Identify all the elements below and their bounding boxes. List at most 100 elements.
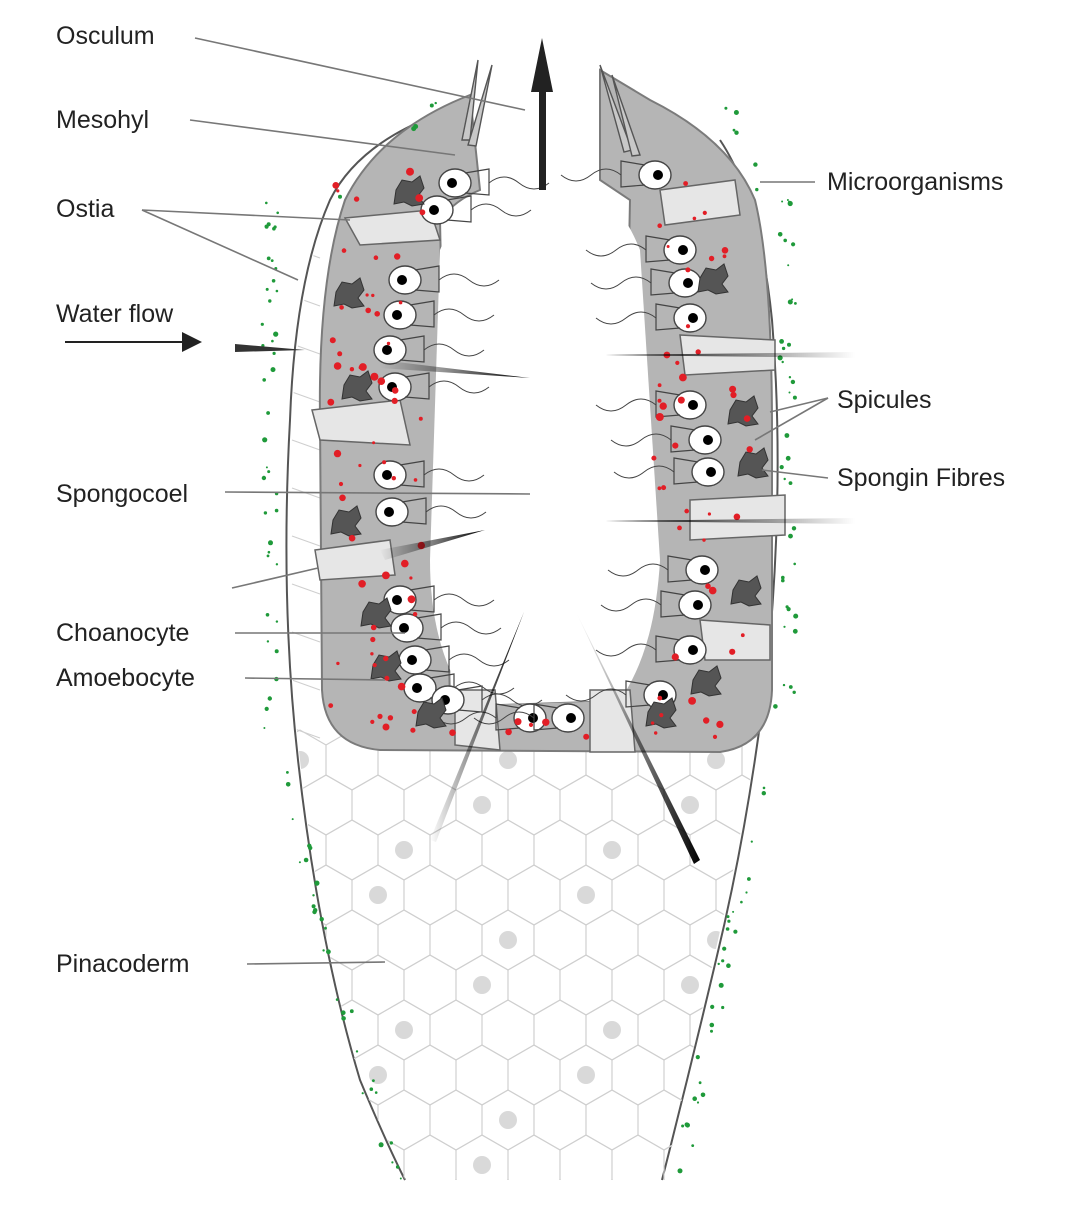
osculum-arrow bbox=[531, 38, 553, 190]
amoebocyte-cell bbox=[690, 665, 722, 697]
mesohyl-particle bbox=[382, 460, 387, 465]
pinacocyte-cell-edge bbox=[291, 295, 321, 307]
microorganism bbox=[378, 1142, 384, 1148]
microorganism bbox=[747, 877, 751, 881]
mesohyl-particle bbox=[410, 727, 416, 733]
pinacocyte-cell bbox=[715, 1134, 769, 1180]
choanocyte-collar bbox=[655, 390, 681, 418]
choanocyte bbox=[390, 613, 502, 643]
choanocyte-flagellum bbox=[585, 243, 647, 257]
pinacocyte-nucleus bbox=[291, 931, 309, 949]
choanocyte bbox=[600, 590, 712, 620]
microorganism bbox=[268, 540, 273, 546]
choanocyte-flagellum bbox=[595, 398, 657, 412]
mesohyl-particle bbox=[659, 402, 667, 410]
microorganism bbox=[695, 1055, 700, 1060]
pinacocyte-cell bbox=[741, 909, 778, 971]
mesohyl-particle bbox=[370, 624, 377, 631]
flow-spike bbox=[235, 344, 305, 352]
mesohyl-particle bbox=[654, 731, 658, 735]
pinacocyte-cell bbox=[507, 1044, 561, 1106]
label-pinacoderm: Pinacoderm bbox=[56, 950, 189, 978]
microorganism bbox=[791, 526, 797, 531]
pinacocyte-cell bbox=[429, 909, 483, 971]
mesohyl-particle bbox=[341, 248, 347, 253]
pinacocyte-cell bbox=[288, 1179, 327, 1180]
arrow-shaft bbox=[539, 85, 546, 190]
microorganism bbox=[266, 256, 271, 261]
choanocyte-collar bbox=[409, 585, 435, 613]
pinacocyte-cell bbox=[611, 774, 665, 836]
pinacocyte-cell bbox=[741, 819, 778, 881]
pinacocyte-cell bbox=[715, 1044, 769, 1106]
pinacocyte-nucleus bbox=[369, 886, 387, 904]
label-mesohyl: Mesohyl bbox=[56, 106, 149, 134]
choanocyte-nucleus bbox=[407, 655, 417, 665]
pinacocyte-nucleus bbox=[707, 1111, 725, 1129]
microorganism bbox=[793, 613, 799, 619]
choanocyte-flagellum bbox=[590, 276, 652, 290]
leader-osculum bbox=[194, 37, 526, 111]
microorganism bbox=[311, 904, 316, 909]
microorganism bbox=[411, 126, 417, 132]
leader-spongin bbox=[761, 469, 829, 479]
flow-spike bbox=[430, 612, 524, 842]
mesohyl-particle bbox=[329, 337, 336, 344]
mesohyl-particle bbox=[358, 463, 362, 468]
mesohyl-particle bbox=[722, 254, 727, 259]
pinacocyte-cell bbox=[429, 1089, 483, 1151]
pinacocyte-nucleus bbox=[785, 1066, 803, 1084]
microorganism bbox=[270, 259, 274, 262]
pinacocyte-cell-edge bbox=[291, 535, 321, 547]
choanocyte-flagellum bbox=[607, 563, 669, 577]
flow-spike bbox=[576, 612, 700, 864]
microorganism bbox=[685, 1122, 690, 1128]
pinacocyte-nucleus bbox=[369, 1066, 387, 1084]
choanocyte bbox=[375, 497, 487, 527]
pinacocyte-cell bbox=[715, 774, 769, 836]
microorganism bbox=[773, 704, 778, 709]
choanocyte-nucleus bbox=[392, 595, 402, 605]
pinacocyte-cell bbox=[351, 1134, 405, 1180]
mesohyl-particle bbox=[338, 481, 344, 487]
choanocyte-flagellum bbox=[423, 343, 485, 357]
microorganism bbox=[788, 533, 793, 539]
choanocyte-collar bbox=[655, 635, 681, 663]
microorganism bbox=[700, 1092, 706, 1098]
microorganism bbox=[726, 915, 730, 919]
pinacocyte-cell bbox=[455, 864, 509, 926]
amoebocyte-cell bbox=[341, 370, 373, 402]
microorganism bbox=[787, 200, 793, 207]
mesohyl-particle bbox=[677, 396, 685, 404]
mesohyl-particle bbox=[708, 586, 717, 595]
pinacocyte-cell bbox=[767, 864, 778, 926]
pinacocyte-cell bbox=[533, 819, 587, 881]
mesohyl-particle bbox=[387, 715, 394, 721]
microorganism bbox=[338, 194, 342, 199]
pinacocyte-cell bbox=[741, 1179, 778, 1180]
microorganism bbox=[762, 786, 766, 790]
choanocyte bbox=[613, 457, 725, 487]
microorganism bbox=[761, 791, 766, 796]
choanocyte-nucleus bbox=[392, 310, 402, 320]
mesohyl-particle bbox=[419, 209, 426, 216]
microorganism bbox=[341, 1010, 346, 1015]
label-choanocyte: Choanocyte bbox=[56, 619, 189, 647]
pinacocyte-cell bbox=[741, 999, 778, 1061]
flow-spike bbox=[380, 360, 530, 378]
mesohyl-particle bbox=[336, 189, 340, 193]
mesohyl-particle bbox=[407, 595, 416, 604]
choanocyte bbox=[383, 300, 495, 330]
microorganism bbox=[781, 200, 784, 203]
pinacocyte-cell bbox=[533, 909, 587, 971]
microorganism bbox=[787, 299, 793, 305]
mesohyl-particle bbox=[721, 247, 729, 254]
microorganism bbox=[291, 818, 294, 821]
microorganism bbox=[788, 685, 793, 689]
choanocyte-flagellum bbox=[595, 643, 657, 657]
pinacocyte-nucleus bbox=[473, 1156, 491, 1174]
ostium-canal bbox=[659, 179, 741, 226]
choanocyte-collar bbox=[399, 460, 425, 488]
pinacocyte-cell bbox=[663, 1044, 717, 1106]
